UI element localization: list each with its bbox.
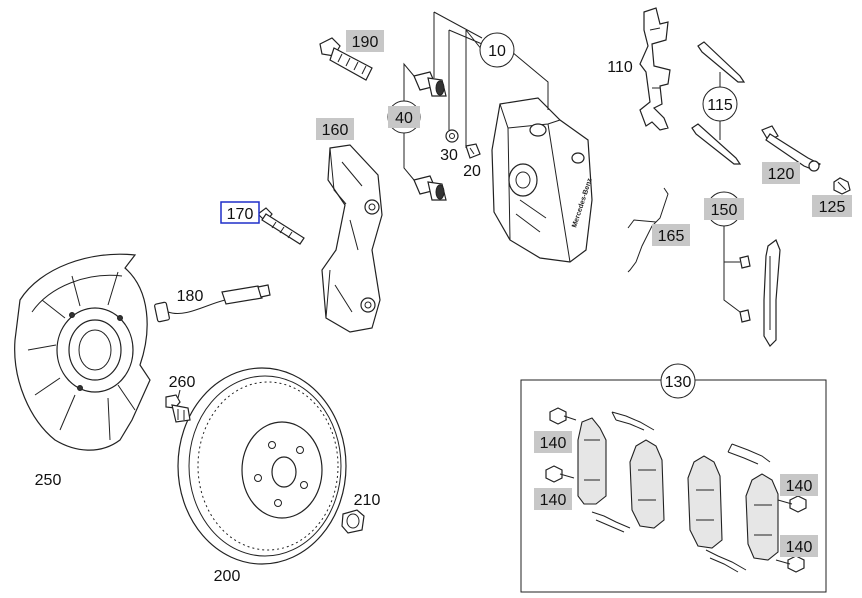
svg-text:140: 140 [540,492,567,509]
svg-text:170: 170 [227,206,254,223]
label-140-upper-left[interactable]: 140 [534,431,572,453]
part-labels: 190 160 170 180 260 250 200 210 [35,30,852,585]
label-120[interactable]: 120 [762,162,800,184]
svg-text:150: 150 [711,202,738,219]
part-125-bolt [833,177,851,195]
svg-text:180: 180 [177,288,204,305]
leader-lines [177,11,741,399]
svg-text:200: 200 [214,568,241,585]
svg-text:120: 120 [768,166,795,183]
label-170-selected[interactable]: 170 [220,201,260,224]
svg-text:40: 40 [395,110,413,127]
label-110[interactable]: 110 [607,59,633,76]
part-10-brake-caliper: Mercedes-Benz [491,97,594,263]
svg-text:20: 20 [463,163,481,180]
part-160-caliper-bracket [321,144,383,333]
label-130[interactable]: 130 [660,363,696,399]
part-210-nut [341,509,365,534]
svg-text:210: 210 [354,492,381,509]
svg-text:165: 165 [658,228,685,245]
label-140-upper-right[interactable]: 140 [780,474,818,496]
svg-text:140: 140 [786,539,813,556]
label-20[interactable]: 20 [463,163,481,180]
label-140-lower-left[interactable]: 140 [534,488,572,510]
part-165-spring-clip [627,187,669,273]
label-260[interactable]: 260 [169,374,196,391]
part-110-spring [639,7,671,131]
part-150-heat-shield [739,239,781,347]
part-20-bleeder [465,143,481,159]
part-170-guide-bolt [257,207,305,245]
svg-text:260: 260 [169,374,196,391]
svg-text:10: 10 [488,43,506,60]
part-115-pins [691,41,746,165]
label-10[interactable]: 10 [479,32,515,68]
part-200-brake-disc [177,367,347,565]
label-30[interactable]: 30 [440,147,458,164]
label-210[interactable]: 210 [354,492,381,509]
label-150[interactable]: 150 [704,191,744,227]
label-180[interactable]: 180 [177,288,204,305]
part-260-bolt [165,394,191,423]
label-140-lower-right[interactable]: 140 [780,535,818,557]
label-160[interactable]: 160 [316,118,354,140]
label-40[interactable]: 40 [387,100,421,134]
svg-text:110: 110 [607,59,633,76]
svg-text:160: 160 [322,122,349,139]
label-250[interactable]: 250 [35,472,62,489]
part-250-splash-shield [14,253,151,451]
svg-text:190: 190 [352,34,379,51]
svg-text:125: 125 [819,199,846,216]
svg-text:30: 30 [440,147,458,164]
svg-text:250: 250 [35,472,62,489]
part-40-bushings [413,71,447,201]
part-180-wear-sensor [154,284,271,323]
label-190[interactable]: 190 [346,30,384,52]
label-125[interactable]: 125 [812,195,852,217]
label-165[interactable]: 165 [652,224,690,246]
svg-text:130: 130 [665,374,692,391]
svg-text:140: 140 [540,435,567,452]
label-115[interactable]: 115 [702,86,738,122]
part-30-seal [445,129,459,143]
label-200[interactable]: 200 [214,568,241,585]
part-130-brake-pads [545,407,807,573]
svg-text:115: 115 [707,97,733,114]
part-190-bolt [319,37,373,81]
part-120-pin [761,125,822,172]
svg-text:140: 140 [786,478,813,495]
